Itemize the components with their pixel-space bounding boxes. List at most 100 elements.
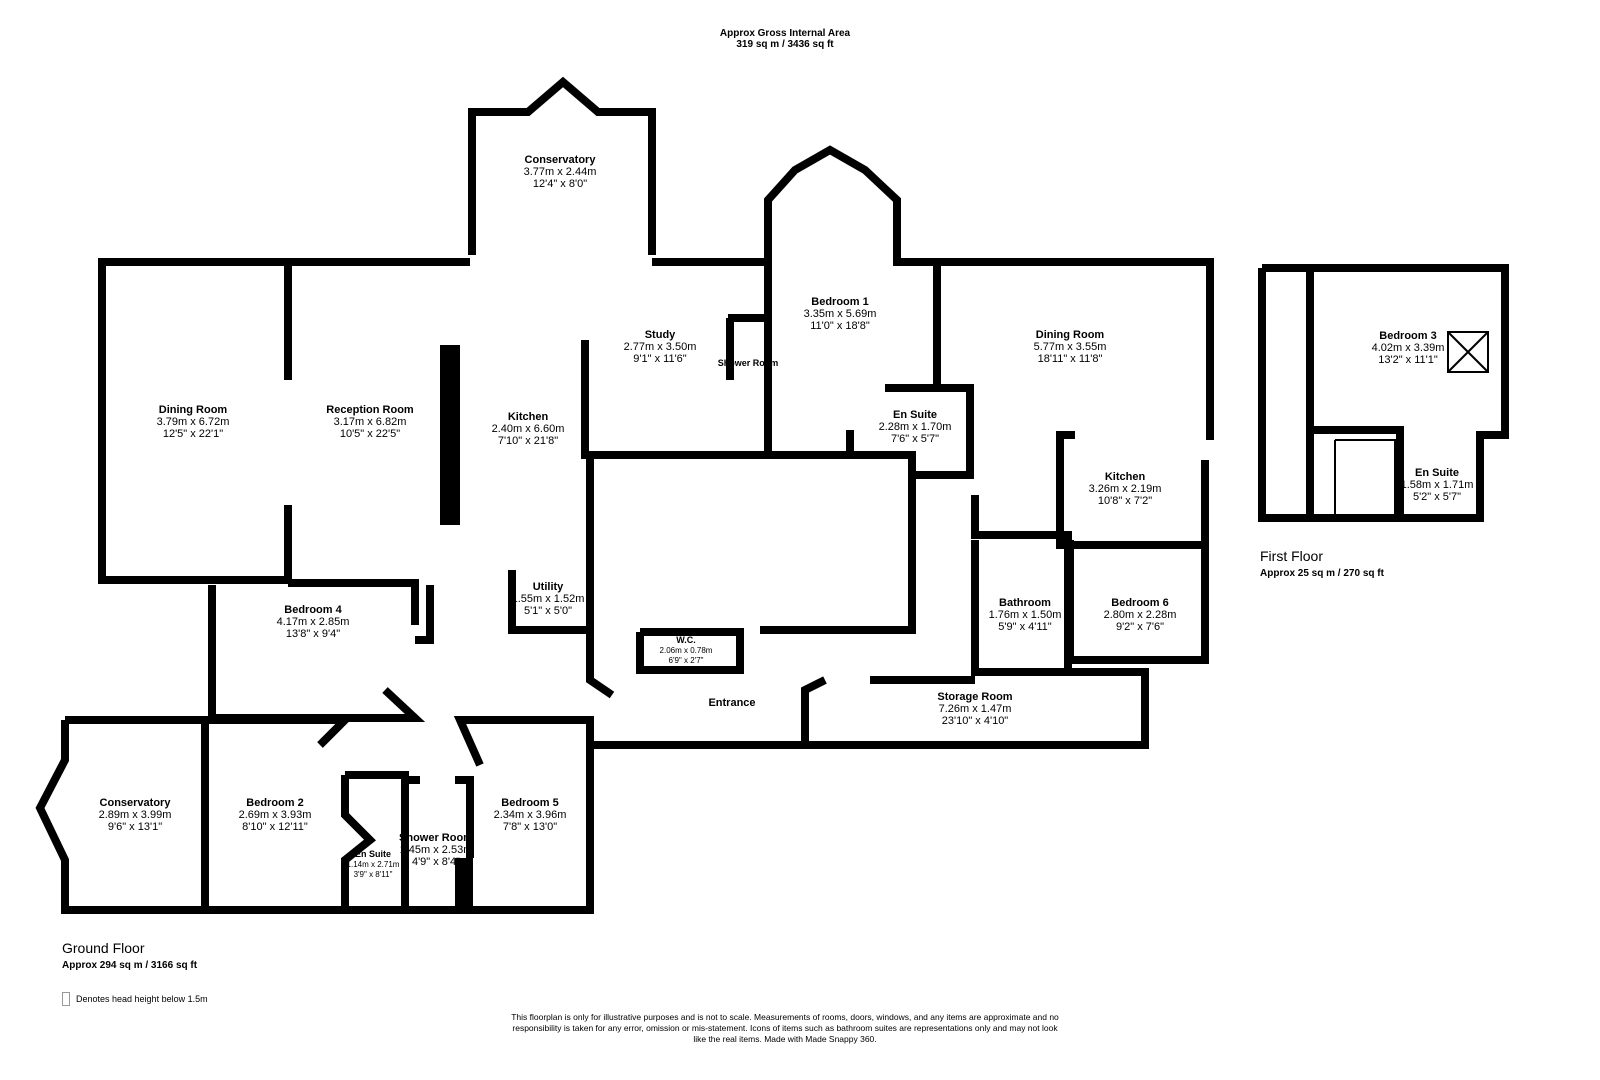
room-metric: 1.76m x 1.50m xyxy=(989,609,1062,621)
room-name: Bedroom 3 xyxy=(1379,330,1436,342)
gross-area-total: 319 sq m / 3436 sq ft xyxy=(736,39,834,50)
room-name: Utility xyxy=(533,581,564,593)
room-imperial: 9'2" x 7'6" xyxy=(1116,621,1164,633)
room-name: Dining Room xyxy=(159,404,228,416)
room-name: Dining Room xyxy=(1036,329,1105,341)
room-name: Reception Room xyxy=(326,404,414,416)
room-imperial: 18'11" x 11'8" xyxy=(1038,353,1103,365)
room-metric: 7.26m x 1.47m xyxy=(939,703,1012,715)
room-imperial: 7'10" x 21'8" xyxy=(498,435,558,447)
room-name: Conservatory xyxy=(525,154,597,166)
room-metric: 2.69m x 3.93m xyxy=(239,809,312,821)
room-imperial: 23'10" x 4'10" xyxy=(942,715,1009,727)
room-imperial: 12'4" x 8'0" xyxy=(533,178,587,190)
room-metric: 2.28m x 1.70m xyxy=(879,421,952,433)
room-metric: 4.02m x 3.39m xyxy=(1372,342,1445,354)
room-imperial: 5'1" x 5'0" xyxy=(524,605,572,617)
room-name: W.C. xyxy=(676,635,696,645)
room-name: En Suite xyxy=(355,849,391,859)
room-imperial: 8'10" x 12'11" xyxy=(242,821,308,833)
room-imperial: 12'5" x 22'1" xyxy=(163,428,223,440)
room-metric: 3.26m x 2.19m xyxy=(1089,483,1162,495)
room-imperial: 7'8" x 13'0" xyxy=(503,821,557,833)
room-metric: 2.89m x 3.99m xyxy=(99,809,172,821)
room-name: Bedroom 2 xyxy=(246,797,303,809)
room-imperial: 5'2" x 5'7" xyxy=(1413,491,1461,503)
ground-floor-area: Approx 294 sq m / 3166 sq ft xyxy=(62,960,198,971)
room-metric: 1.45m x 2.53m xyxy=(400,844,473,856)
room-name: Conservatory xyxy=(100,797,172,809)
room-name: Bedroom 1 xyxy=(811,296,868,308)
room-metric: 5.77m x 3.55m xyxy=(1034,341,1107,353)
room-name: Entrance xyxy=(708,697,755,709)
room-label: Shower Room xyxy=(718,358,779,368)
head-height-swatch xyxy=(62,992,70,1006)
room-metric: 3.79m x 6.72m xyxy=(157,416,230,428)
room-imperial: 13'2" x 11'1" xyxy=(1378,354,1438,366)
room-metric: 2.06m x 0.78m xyxy=(660,646,713,655)
room-name: Bedroom 4 xyxy=(284,604,342,616)
room-metric: 2.34m x 3.96m xyxy=(494,809,567,821)
room-name: En Suite xyxy=(1415,467,1459,479)
room-metric: 3.77m x 2.44m xyxy=(524,166,597,178)
gross-area-title: Approx Gross Internal Area xyxy=(719,28,851,39)
room-metric: 2.77m x 3.50m xyxy=(624,341,697,353)
first-floor-walls xyxy=(1258,264,1509,522)
room-name: Shower Room xyxy=(718,358,779,368)
legend: Denotes head height below 1.5m xyxy=(62,992,208,1006)
room-imperial: 11'0" x 18'8" xyxy=(810,320,870,332)
first-floor-area: Approx 25 sq m / 270 sq ft xyxy=(1260,568,1384,579)
room-name: En Suite xyxy=(893,409,937,421)
room-metric: 3.17m x 6.82m xyxy=(334,416,407,428)
room-metric: 2.80m x 2.28m xyxy=(1104,609,1177,621)
room-name: Bedroom 6 xyxy=(1111,597,1168,609)
room-metric: 3.35m x 5.69m xyxy=(804,308,877,320)
room-metric: 4.17m x 2.85m xyxy=(277,616,350,628)
room-imperial: 5'9" x 4'11" xyxy=(998,621,1051,633)
room-imperial: 4'9" x 8'4" xyxy=(412,856,460,868)
room-name: Study xyxy=(645,329,676,341)
room-imperial: 10'8" x 7'2" xyxy=(1098,495,1152,507)
room-imperial: 13'8" x 9'4" xyxy=(286,628,340,640)
room-label: Entrance xyxy=(708,697,755,709)
first-floor-label: First Floor xyxy=(1260,548,1323,564)
gross-area-header: Approx Gross Internal Area 319 sq m / 34… xyxy=(700,28,870,50)
room-imperial: 7'6" x 5'7" xyxy=(891,433,939,445)
room-imperial: 9'6" x 13'1" xyxy=(108,821,162,833)
disclaimer: This floorplan is only for illustrative … xyxy=(511,1012,1059,1044)
room-metric: 1.14m x 2.71m xyxy=(347,860,400,869)
room-imperial: 3'9" x 8'11" xyxy=(354,870,393,879)
room-name: Kitchen xyxy=(1105,471,1146,483)
legend-text: Denotes head height below 1.5m xyxy=(76,994,208,1004)
room-imperial: 10'5" x 22'5" xyxy=(340,428,400,440)
room-name: Storage Room xyxy=(937,691,1012,703)
ground-floor-walls xyxy=(35,76,1214,914)
room-name: Bathroom xyxy=(999,597,1051,609)
room-name: Kitchen xyxy=(508,411,549,423)
room-name: Bedroom 5 xyxy=(501,797,558,809)
room-imperial: 6'9" x 2'7" xyxy=(669,656,704,665)
